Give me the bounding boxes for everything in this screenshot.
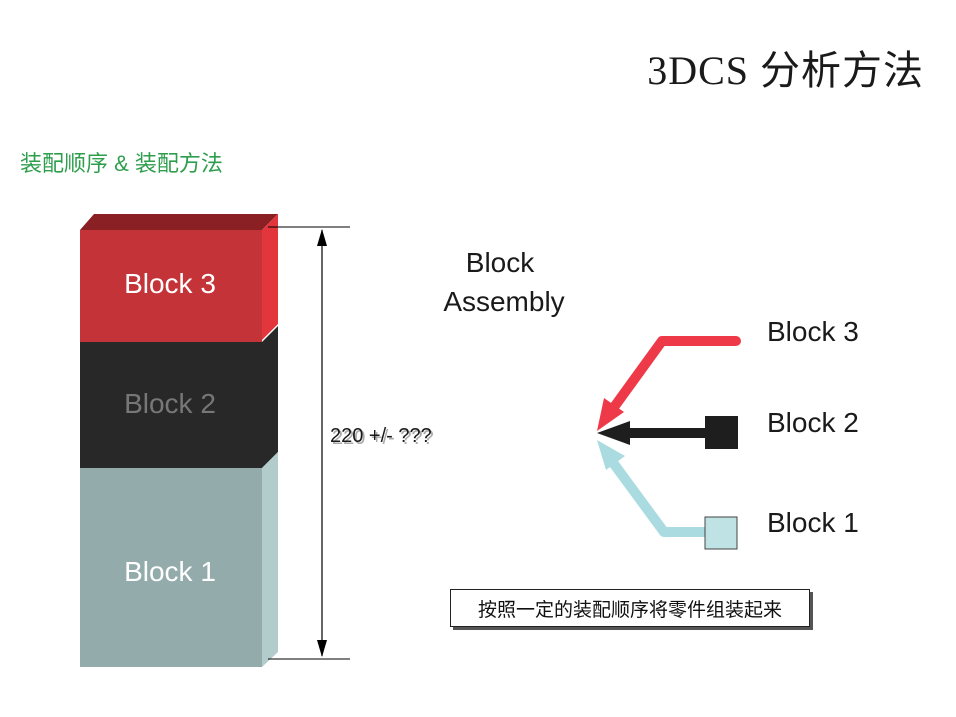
arrow-block-3-head — [597, 398, 624, 431]
dimension-arrow-bottom — [317, 640, 327, 657]
arrow-block-2-head — [597, 421, 630, 445]
block-stack: Block 3 Block 2 Block 1 — [80, 214, 278, 667]
arrow-block-1-line — [609, 459, 711, 537]
arrow-block-3-line — [607, 336, 741, 415]
arrow-block-1-head — [597, 440, 625, 470]
block-2: Block 2 — [80, 326, 278, 468]
dimension-label-shadow: 220 +/- ??? — [332, 427, 434, 449]
right-label-block-1: Block 1 — [767, 507, 859, 538]
assembly-title-line2: Assembly — [443, 286, 564, 317]
assembly-title-line1: Block — [466, 247, 535, 278]
dimension-label: 220 +/- ??? — [330, 425, 432, 447]
block-1: Block 1 — [80, 452, 278, 667]
page-title: 3DCS 分析方法 — [647, 48, 924, 93]
arrow-block-2 — [597, 416, 738, 449]
block-2-label: Block 2 — [124, 388, 216, 419]
assembly-note: 按照一定的装配顺序将零件组装起来 — [450, 589, 810, 627]
block-3-top — [80, 214, 278, 230]
block-1-label: Block 1 — [124, 556, 216, 587]
block-3-label: Block 3 — [124, 268, 216, 299]
section-subtitle: 装配顺序 & 装配方法 — [20, 151, 223, 176]
arrow-block-3 — [597, 336, 741, 431]
block-2-body — [80, 326, 278, 468]
arrow-block-1 — [597, 440, 738, 550]
assembly-arrows — [597, 336, 741, 550]
arrow-block-2-box — [705, 416, 738, 449]
right-label-block-2: Block 2 — [767, 407, 859, 438]
block-3: Block 3 — [80, 214, 278, 342]
block-3-side — [262, 214, 278, 340]
block-3-front — [80, 230, 262, 342]
dimension-arrow-top — [317, 229, 327, 246]
arrow-block-1-box — [704, 516, 738, 550]
block-1-side — [262, 452, 278, 667]
right-label-block-3: Block 3 — [767, 316, 859, 347]
block-1-front — [80, 468, 262, 667]
dimension: 220 +/- ??? 220 +/- ??? — [268, 226, 434, 660]
